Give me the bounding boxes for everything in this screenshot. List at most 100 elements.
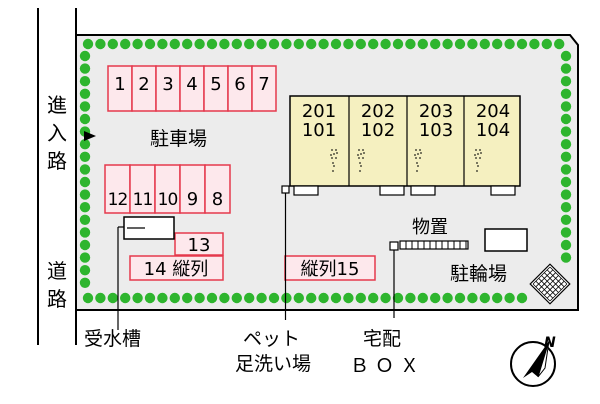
hedge-shrub (560, 176, 572, 188)
hedge-shrub (492, 292, 503, 304)
road-label-road-2: 路 (47, 287, 67, 311)
hedge-shrub (132, 292, 143, 304)
hedge-shrub (380, 38, 391, 50)
hedge-shrub (343, 292, 354, 304)
hedge-shrub (541, 38, 552, 50)
hedge-shrub (144, 38, 156, 50)
hedge-shrub (244, 38, 255, 50)
parking-space (227, 65, 253, 112)
parking-space-label: 2 (138, 74, 149, 95)
hedge-shrub (392, 38, 404, 50)
hedge-shrub (79, 277, 91, 288)
hedge-shrub (79, 88, 91, 100)
hedge-shrub (560, 252, 572, 263)
unit-203-103: 203 103 (410, 101, 453, 196)
hedge-shrub (79, 50, 91, 62)
hedge-shrub (417, 292, 428, 304)
hedge-shrub (79, 63, 91, 74)
hedge-shrub (560, 151, 572, 162)
hedge-shrub (256, 38, 267, 50)
hedge-shrub (107, 38, 119, 50)
hedge-shrub (479, 38, 490, 50)
hedge-shrub (157, 38, 168, 50)
parking-space-13 (174, 232, 224, 256)
hedge-shrub (405, 38, 416, 50)
hedge-shrub (560, 50, 572, 62)
parking-space (154, 164, 181, 214)
hedge-shrub (79, 189, 91, 200)
parking-space (131, 65, 157, 112)
hedge-shrub (467, 38, 478, 50)
hedge-shrub (79, 139, 91, 150)
unit-lower-number: 101 (302, 120, 336, 141)
hedge-shrub (79, 76, 91, 87)
parking-space (204, 164, 231, 214)
hedge-shrub (368, 292, 379, 304)
hedge-shrub (560, 189, 572, 200)
parking-space-label: 9 (187, 189, 198, 210)
parking-space (251, 65, 277, 112)
storage-label: 物置 (412, 217, 448, 238)
parking-space-label: 10 (158, 190, 178, 210)
hedge-shrub (79, 176, 91, 188)
hedge-shrub (79, 227, 91, 238)
hedge-shrub (516, 38, 528, 50)
hedge-shrub (169, 38, 180, 50)
hedge-row (79, 38, 572, 304)
parking-space-label: 3 (162, 74, 173, 95)
parking-space (179, 164, 206, 214)
hedge-shrub (318, 292, 329, 304)
hedge-shrub (355, 38, 366, 50)
pet-foot-wash-label-2: 足洗い場 (235, 353, 311, 375)
parking-space-label: 5 (210, 74, 221, 95)
hedge-shrub (120, 292, 131, 304)
stair-icon (414, 149, 422, 174)
hedge-shrub (430, 292, 441, 304)
pet-foot-wash (281, 185, 290, 194)
delivery-box-label-2: ＢＯＸ (350, 355, 425, 377)
unit-204-104: 204 104 (474, 101, 516, 196)
hedge-shrub (82, 38, 94, 50)
hedge-shrub (244, 292, 255, 304)
unit-upper-number: 202 (361, 101, 395, 122)
hedge-shrub (120, 38, 131, 50)
hedge-shrub (454, 292, 466, 304)
storage-shed-divisions (405, 241, 467, 249)
bicycle-parking (484, 228, 528, 252)
hedge-shrub (95, 292, 106, 304)
parking-space-label: 8 (212, 189, 223, 210)
hedge-shrub (504, 38, 515, 50)
building-outline (289, 95, 521, 187)
parking-space (203, 65, 229, 112)
delivery-box-label-1: 宅配 (363, 328, 401, 350)
hedge-shrub (281, 292, 292, 304)
balcony-unit (410, 185, 436, 196)
hedge-shrub (82, 292, 94, 304)
hedge-shrub (256, 292, 267, 304)
hedge-shrub (560, 101, 572, 112)
hedge-shrub (132, 38, 143, 50)
hedge-shrub (330, 38, 342, 50)
hedge-shrub (417, 38, 428, 50)
unit-202-102: 202 102 (357, 101, 405, 196)
parking-row-top: 1 2 3 4 5 6 7 (107, 65, 277, 112)
hedge-shrub (107, 292, 119, 304)
stair-icon (474, 149, 482, 174)
parking-space-15-label: 縦列15 (301, 259, 360, 280)
hedge-shrub (454, 38, 466, 50)
parking-space-label: 11 (133, 190, 153, 210)
hedge-shrub (560, 239, 572, 251)
hedge-shrub (430, 38, 441, 50)
pet-foot-wash-label-1: ペット (243, 328, 300, 350)
hedge-shrub (560, 164, 572, 175)
hedge-shrub (330, 292, 342, 304)
hedge-shrub (79, 164, 91, 175)
hedge-shrub (560, 113, 572, 125)
parking-space-13-label: 13 (188, 235, 211, 256)
hedge-shrub (560, 139, 572, 150)
hedge-shrub (79, 113, 91, 125)
entrance-arrow-icon (84, 131, 96, 141)
hedge-shrub (492, 38, 503, 50)
unit-lower-number: 102 (361, 120, 395, 141)
bicycle-parking-label: 駐輪場 (450, 263, 507, 285)
